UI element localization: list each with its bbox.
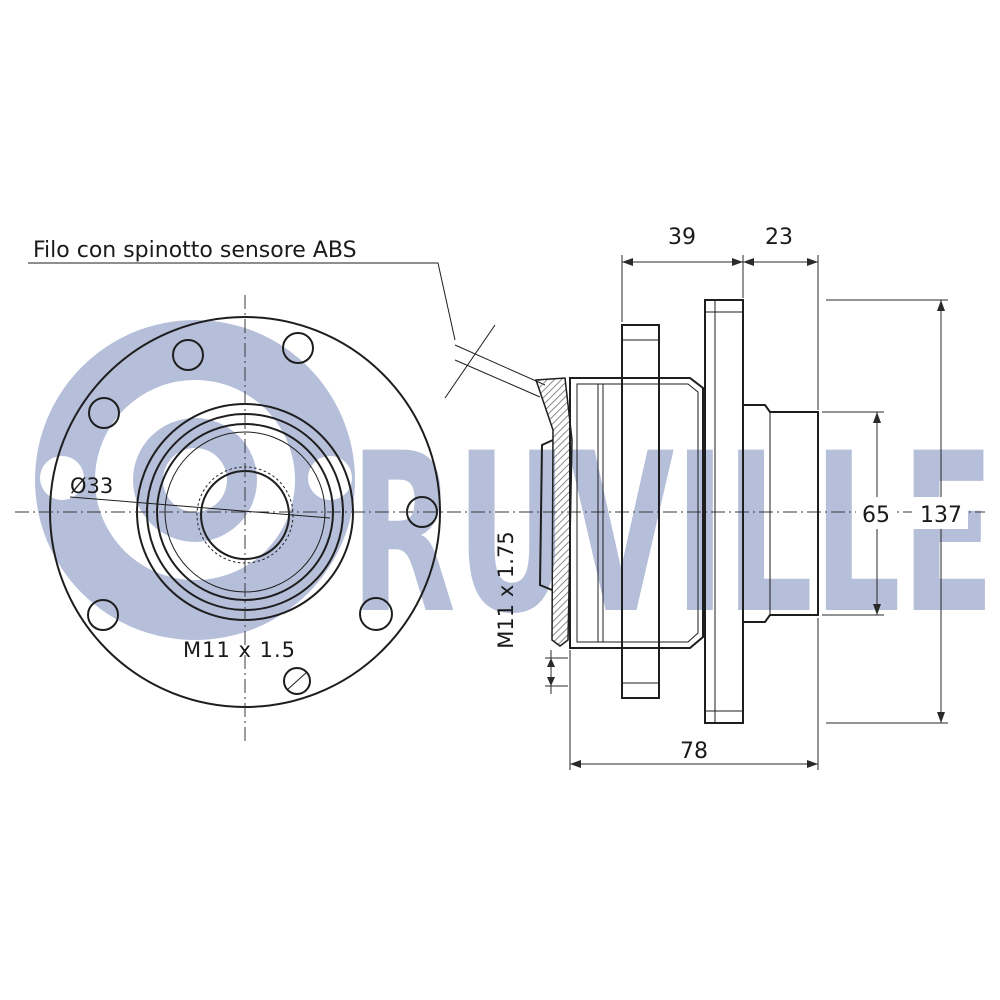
bearing-inner-outline [576,383,699,643]
arrowhead [547,658,555,667]
dimension-39-label: 39 [668,225,696,250]
threaded-hole-marker [286,671,308,691]
bolt-hole [87,599,119,631]
abs-leader-line [28,262,456,341]
bore-diameter-leader [69,496,331,519]
arrowhead [937,712,945,723]
abs-sensor-section [534,377,573,647]
dimension-137-label: 137 [920,503,962,528]
side-thread-label: M11 x 1.75 [494,531,518,648]
dimension-137-label-bg [912,497,968,529]
dimension-78-label: 78 [680,739,708,764]
bolt-hole [88,397,120,429]
dimension-65-label: 65 [862,503,890,528]
dimension-65-label-bg [856,497,896,529]
bore-diameter-label: Ø33 [70,474,113,498]
arrowhead [873,604,881,615]
abs-cable-line [454,344,546,386]
abs-cable-line [454,359,541,398]
arrowhead [807,258,818,266]
arrowhead [547,677,555,686]
arrowhead [743,258,754,266]
bolt-hole [283,667,311,695]
arrowhead [570,760,581,768]
arrowhead [622,258,633,266]
arrowhead [873,412,881,423]
bearing-body [569,377,704,649]
seal-profile [538,439,554,591]
bolt-hole [172,339,204,371]
arrowhead [807,760,818,768]
hub-front-view: Ø33 M11 x 1.5 [15,295,985,745]
bolt-hole [359,597,393,631]
abs-sensor-label: Filo con spinotto sensore ABS [33,238,357,263]
dimension-23-label: 23 [765,225,793,250]
abs-cut-mark [444,324,496,399]
dimension-lines: 39 23 65 137 78 M11 x 1.75 [494,225,968,770]
hub-pilot [743,404,819,623]
hub-side-view [534,299,819,724]
arrowhead [937,300,945,311]
front-thread-label: M11 x 1.5 [183,638,296,662]
arrowhead [732,258,743,266]
wheel-flange [704,299,744,724]
mounting-flange [621,324,660,699]
abs-sensor-callout: Filo con spinotto sensore ABS [28,238,546,399]
ruville-watermark: RUVILLE [35,320,995,662]
ruville-wordmark: RUVILLE [350,406,995,662]
bolt-hole [282,332,314,364]
